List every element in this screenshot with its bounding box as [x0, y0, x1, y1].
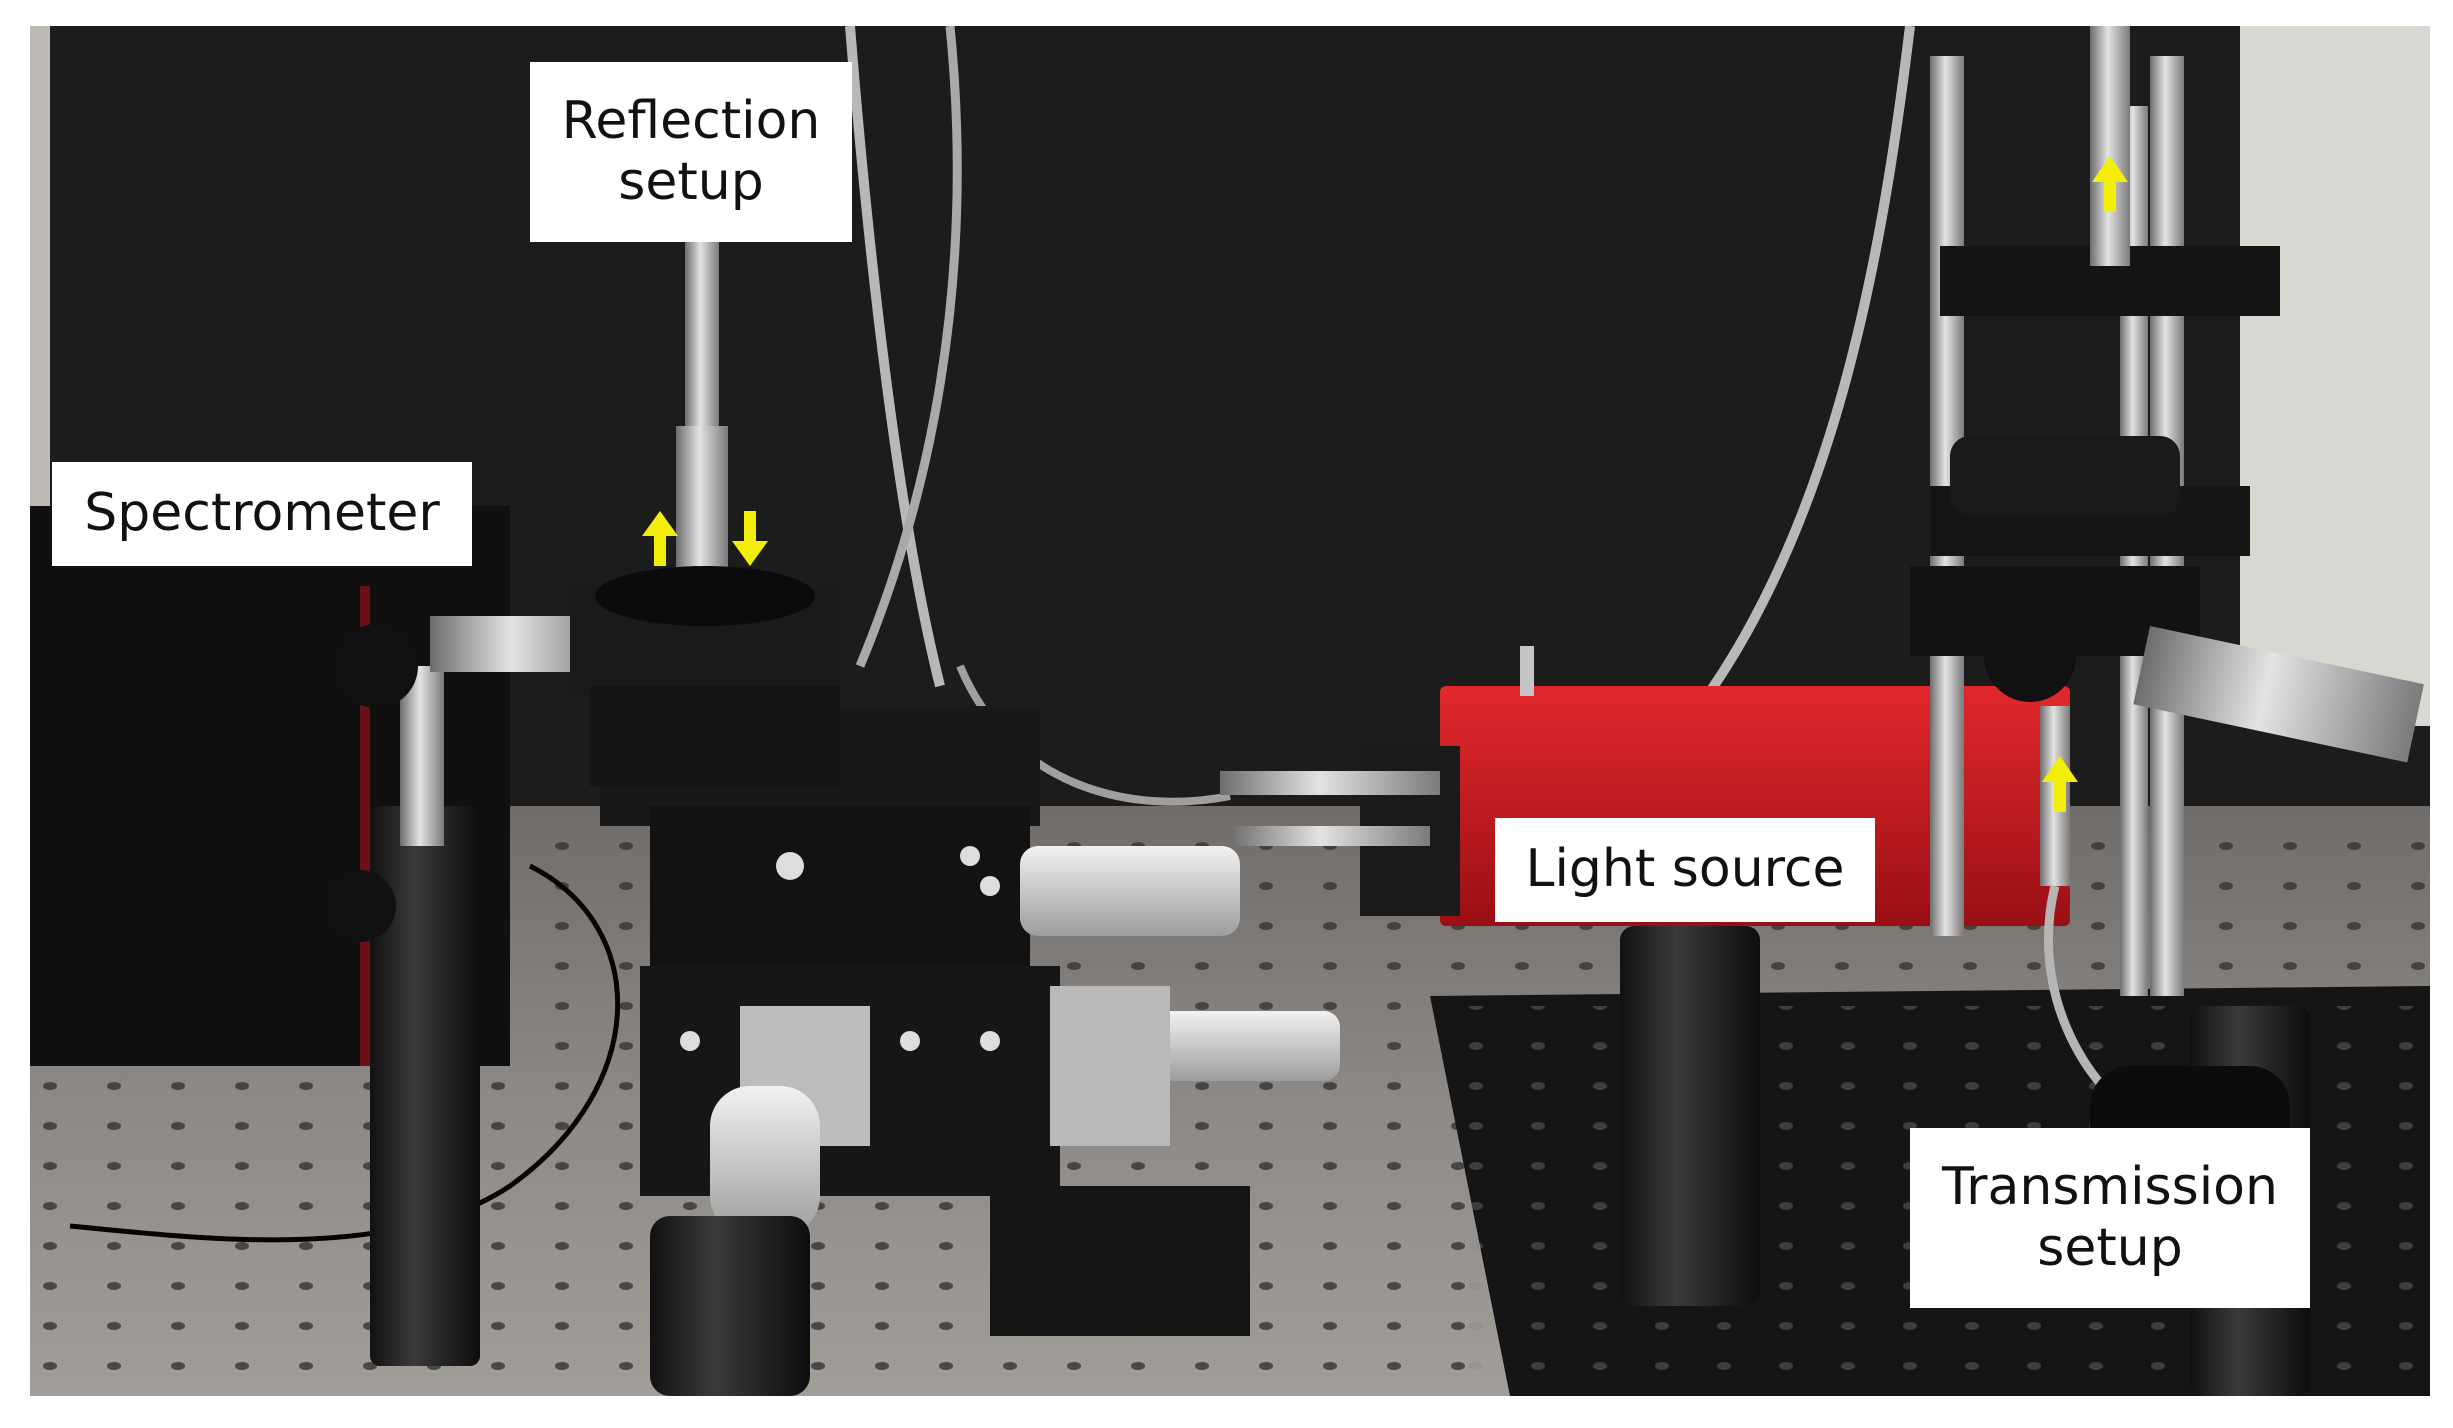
- transmission-top-arrow: [2092, 156, 2128, 212]
- micrometer-block: [1050, 986, 1170, 1146]
- screw: [960, 846, 980, 866]
- transmission-bottom-arrow: [2042, 756, 2078, 812]
- left-wall-edge: [30, 26, 50, 586]
- light-source-rods: [1220, 771, 1440, 795]
- transmission-setup-label: Transmission setup: [1910, 1128, 2310, 1308]
- kinematic-mount-lower: [590, 686, 840, 786]
- stage-middle: [650, 806, 1030, 976]
- light-source-rods-2: [1230, 826, 1430, 846]
- reflection-fiber-ferrule: [685, 236, 719, 456]
- light-source-pin: [1520, 646, 1534, 696]
- light-source-post: [1620, 926, 1760, 1306]
- left-clamp-knob: [334, 624, 418, 708]
- mount-aperture: [595, 566, 815, 626]
- left-rod-vertical: [400, 666, 444, 846]
- fiber-cable-2: [855, 26, 962, 668]
- center-post: [650, 1216, 810, 1396]
- micrometer-3: [710, 1086, 820, 1236]
- photograph: Reflection setup Spectrometer Light sour…: [30, 26, 2430, 1396]
- reflection-label-line2: setup: [618, 152, 764, 212]
- fiber-cable-1: [845, 26, 945, 688]
- reflection-label-line1: Reflection: [561, 90, 821, 151]
- transmission-fiber-top: [2090, 26, 2130, 266]
- transmission-label-line2: setup: [2037, 1218, 2183, 1278]
- screw: [776, 852, 804, 880]
- black-cable-2: [69, 863, 620, 1243]
- micrometer-1: [1020, 846, 1240, 936]
- spectrometer-red-edge: [360, 586, 370, 1066]
- reflection-down-arrow: [732, 511, 768, 566]
- fiber-cable-3: [1695, 26, 1915, 709]
- screw: [980, 1031, 1000, 1051]
- right-clamp-knob: [1984, 610, 2076, 702]
- transmission-label-line1: Transmission: [1942, 1156, 2278, 1217]
- light-source-label-text: Light source: [1525, 839, 1845, 900]
- horizontal-rod-right: [2133, 625, 2424, 763]
- left-side-knob: [324, 870, 396, 942]
- screw: [680, 1031, 700, 1051]
- reflection-setup-label: Reflection setup: [530, 62, 852, 242]
- cage-mount-ring: [1950, 436, 2180, 516]
- screw: [980, 876, 1000, 896]
- stage-base-bracket: [990, 1186, 1250, 1336]
- light-source-label: Light source: [1495, 818, 1875, 922]
- reflection-up-arrow: [642, 511, 678, 566]
- spectrometer-label: Spectrometer: [52, 462, 472, 566]
- screw: [900, 1031, 920, 1051]
- right-wall-white: [2240, 26, 2430, 726]
- left-post: [370, 806, 480, 1366]
- spectrometer-label-text: Spectrometer: [84, 483, 440, 544]
